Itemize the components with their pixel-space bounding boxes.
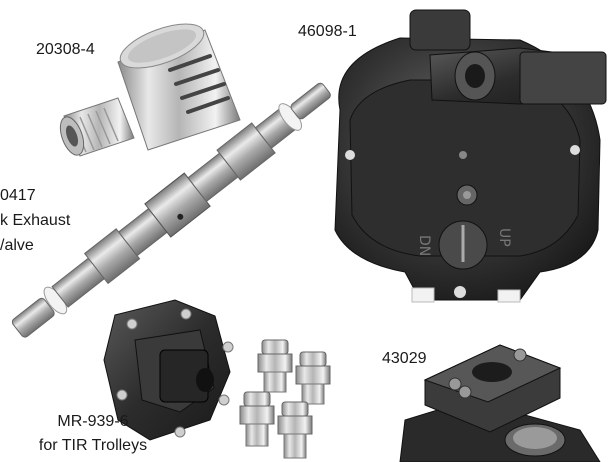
svg-text:UP: UP: [496, 228, 512, 247]
motor-label: 46098-1: [298, 23, 357, 40]
svg-text:DN: DN: [416, 235, 432, 256]
conversion-kit-housing-part: [103, 299, 234, 441]
quick-exhaust-valve-part: [11, 82, 331, 338]
manifold-label: 43029: [382, 350, 427, 367]
exhaust-valve-label-line-2: k Exhaust: [0, 212, 71, 229]
conversion-kit-label-line-1: MR-939-6: [57, 413, 129, 430]
fittings-part: [239, 339, 331, 459]
muffler-label: 20308-4: [36, 41, 95, 58]
exhaust-valve-label-line-1: 0417: [0, 187, 36, 204]
exhaust-valve-label-line-3: /alve: [0, 237, 34, 254]
motor-part: DN UP: [334, 9, 607, 303]
muffler-part: [59, 23, 241, 157]
conversion-kit-label-line-2: for TIR Trolleys: [38, 437, 148, 454]
manifold-part: [399, 344, 601, 462]
